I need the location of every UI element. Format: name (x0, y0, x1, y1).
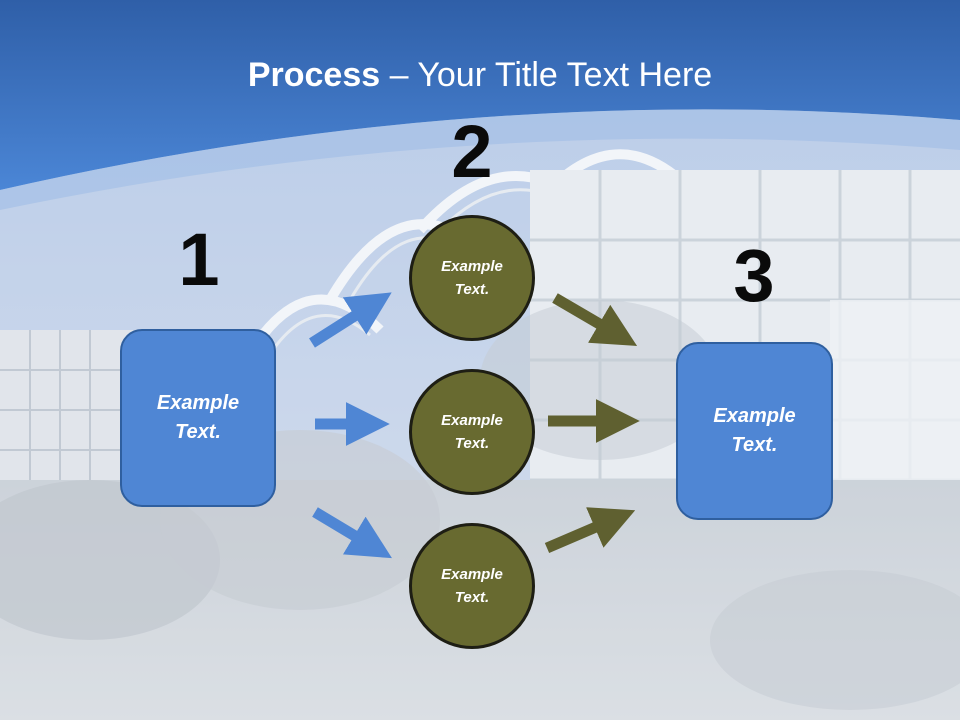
step-number-2: 2 (451, 110, 493, 193)
step-2-circle-middle: Example Text. (409, 369, 535, 495)
step-1-label: Example Text. (156, 392, 240, 443)
circle-middle-label: Example Text. (441, 412, 503, 452)
step-number-1: 1 (178, 218, 220, 301)
circle-bottom-label: Example Text. (441, 566, 503, 606)
step-2-circle-top: Example Text. (409, 215, 535, 341)
step-1-box: Example Text. (120, 329, 276, 507)
slide-title: Process – Your Title Text Here (0, 52, 960, 98)
step-2-circle-bottom: Example Text. (409, 523, 535, 649)
title-rest: – Your Title Text Here (380, 56, 713, 94)
circle-top-label: Example Text. (441, 258, 503, 298)
title-bold: Process (247, 56, 381, 94)
step-3-box: Example Text. (676, 342, 833, 520)
step-3-label: Example Text. (713, 405, 796, 456)
step-number-3: 3 (733, 234, 775, 317)
